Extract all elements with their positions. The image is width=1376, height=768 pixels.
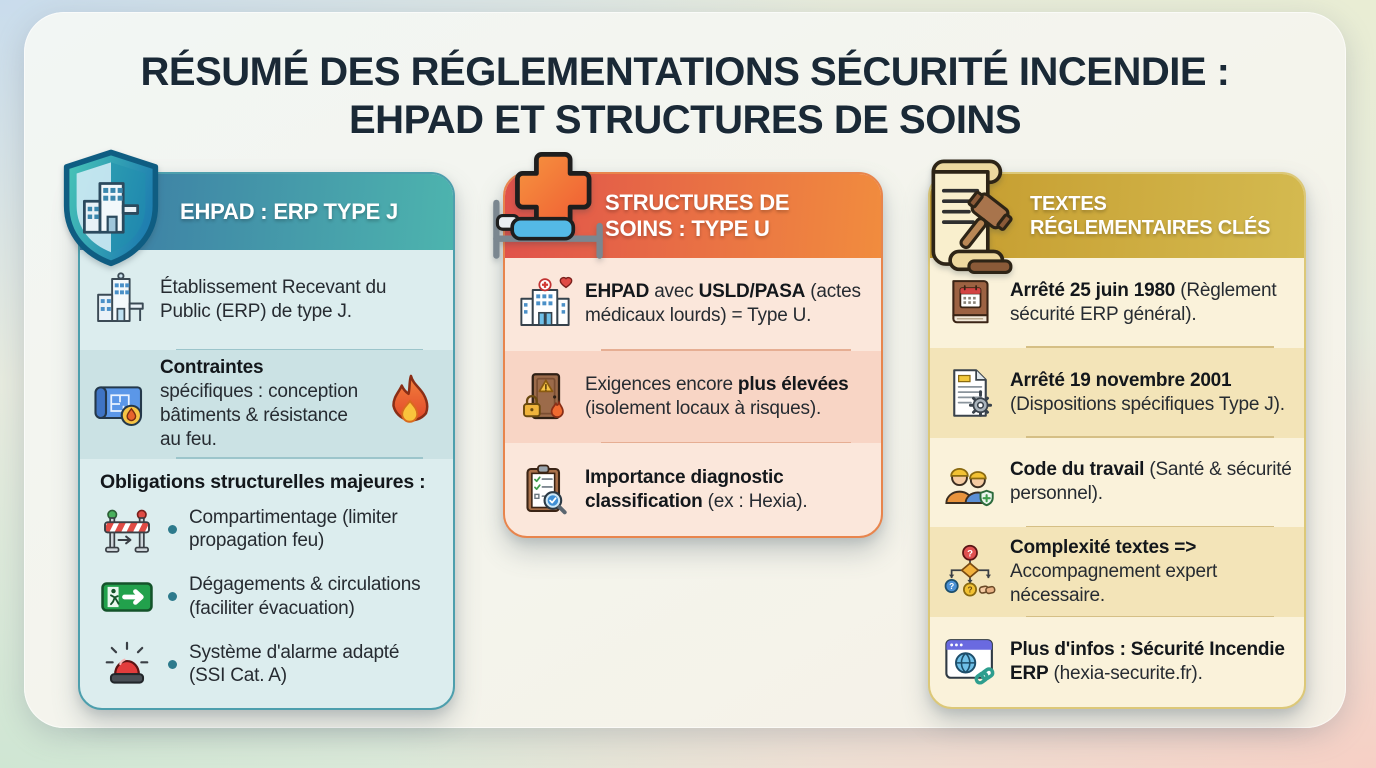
emergency-exit-icon — [98, 570, 156, 624]
row-text: Établissement Recevant du Public (ERP) d… — [160, 276, 387, 322]
row-text: Importance diagnostic classification (ex… — [585, 466, 808, 512]
row-arrete-2001: Arrêté 19 novembre 2001 (Dispositions sp… — [930, 347, 1304, 438]
bullet-compartimentage: Compartimentage (limiter propagation feu… — [98, 496, 441, 564]
obligations-section: Obligations structurelles majeures : — [80, 459, 453, 709]
row-text: Exigences encore plus élevées (isolement… — [585, 373, 849, 419]
svg-text:?: ? — [949, 581, 954, 591]
row-arrete-1980: Arrêté 25 juin 1980 (Règlement sécurité … — [930, 258, 1304, 348]
page-title-line1: RÉSUMÉ DES RÉGLEMENTATIONS SÉCURITÉ INCE… — [140, 50, 1230, 94]
roadblock-icon — [98, 502, 156, 556]
door-risk-lock-icon — [515, 369, 575, 425]
law-book-calendar-icon — [940, 275, 1000, 331]
bullet-dot — [168, 524, 177, 534]
row-complexite: ? ? ? Complexité textes => Accompagnemen… — [930, 527, 1304, 618]
bullet-degagements: Dégagements & circulations (faciliter év… — [98, 563, 441, 631]
hospital-building-icon — [90, 272, 150, 328]
row-diagnostic: Importance diagnostic classification (ex… — [505, 443, 881, 536]
bullet-text: Compartimentage (limiter propagation feu… — [189, 506, 398, 552]
row-contraintes: Contraintes spécifiques : conception bât… — [80, 350, 453, 459]
row-ehpad-usld: EHPAD avec USLD/PASA (actes médicaux lou… — [505, 258, 881, 351]
card-textes-reglementaires: TEXTES RÉGLEMENTAIRES CLÉS — [928, 159, 1306, 709]
row-text: Contraintes spécifiques : conception bât… — [160, 357, 358, 451]
page-title: RÉSUMÉ DES RÉGLEMENTATIONS SÉCURITÉ INCE… — [24, 48, 1346, 144]
card-structures-soins: STRUCTURES DE SOINS : TYPE U — [493, 152, 883, 538]
medical-cross-bed-icon — [489, 150, 607, 260]
row-plus-infos: Plus d'infos : Sécurité Incendie ERP (he… — [930, 617, 1304, 707]
row-text: EHPAD avec USLD/PASA (actes médicaux lou… — [585, 281, 861, 327]
card-title: STRUCTURES DE SOINS : TYPE U — [605, 190, 790, 241]
blueprint-icon — [90, 376, 150, 432]
section-heading: Obligations structurelles majeures : — [100, 470, 426, 493]
website-link-icon — [940, 634, 1000, 690]
page-title-line2: EHPAD ET STRUCTURES DE SOINS — [349, 98, 1022, 142]
svg-text:?: ? — [967, 585, 972, 595]
document-gear-icon — [940, 365, 1000, 421]
card-title: EHPAD : ERP TYPE J — [180, 199, 399, 224]
diagnostic-checklist-icon — [515, 462, 575, 518]
bullet-text: Dégagements & circulations (faciliter év… — [189, 574, 421, 619]
row-code-travail: Code du travail (Santé & sécurité person… — [930, 438, 1304, 528]
row-text: Code du travail (Santé & sécurité person… — [1010, 459, 1292, 505]
row-erp-type-j: Établissement Recevant du Public (ERP) d… — [80, 250, 453, 350]
bullet-dot — [168, 592, 177, 602]
bullet-dot — [168, 659, 177, 669]
workers-safety-icon — [940, 454, 1000, 510]
flame-icon — [379, 373, 441, 435]
svg-text:?: ? — [967, 549, 973, 560]
decision-flowchart-icon: ? ? ? — [940, 544, 1000, 600]
bullet-text: Système d'alarme adapté (SSI Cat. A) — [189, 641, 400, 687]
card-title: TEXTES RÉGLEMENTAIRES CLÉS — [1030, 192, 1271, 239]
row-exigences: Exigences encore plus élevées (isolement… — [505, 350, 881, 444]
row-text: Complexité textes => Accompagnement expe… — [1010, 537, 1218, 607]
row-text: Plus d'infos : Sécurité Incendie ERP (he… — [1010, 638, 1285, 685]
row-text: Arrêté 25 juin 1980 (Règlement sécurité … — [1010, 279, 1277, 325]
alarm-siren-icon — [98, 637, 156, 691]
shield-building-icon — [53, 148, 169, 270]
hospital-cross-icon — [515, 276, 575, 332]
scroll-gavel-icon — [908, 153, 1032, 285]
row-text: Arrêté 19 novembre 2001 (Dispositions sp… — [1010, 369, 1285, 415]
card-ehpad-type-j: EHPAD : ERP TYPE J — [63, 149, 455, 710]
bullet-alarme: Système d'alarme adapté (SSI Cat. A) — [98, 631, 441, 699]
